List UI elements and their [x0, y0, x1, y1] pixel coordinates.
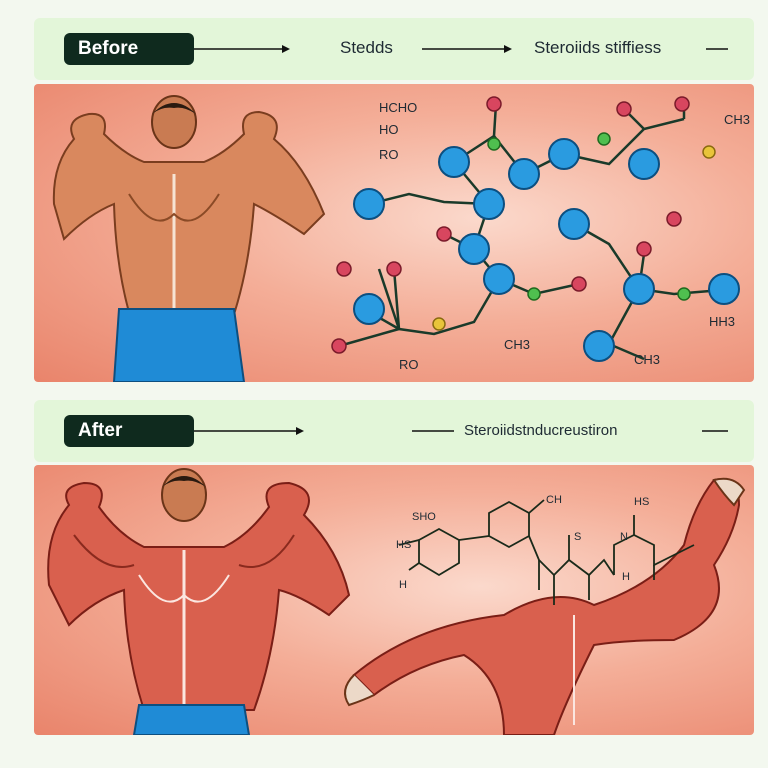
after-panel: SHO HS H CH S N HS H: [34, 465, 754, 735]
muscular-figure: [47, 468, 746, 735]
chem-label: HH3: [709, 314, 735, 329]
after-step1: Steroiidstnducreustiron: [464, 422, 618, 439]
before-panel: HCHO HO RO CH3 CH3 CH3 HH3 RO: [34, 84, 754, 382]
chem-label: HS: [634, 496, 649, 508]
after-arrows: [194, 427, 728, 435]
chem-label: H: [622, 571, 630, 583]
chem-label: N: [620, 531, 628, 543]
chem-label: HO: [379, 122, 399, 137]
chem-label: RO: [399, 357, 419, 372]
before-pill: Before: [64, 33, 194, 65]
molecule-bonds: [338, 103, 735, 361]
chem-label: H: [399, 579, 407, 591]
chem-label: CH3: [724, 112, 750, 127]
before-step1: Stedds: [340, 38, 393, 57]
chem-label: CH3: [504, 337, 530, 352]
chem-label: HCHO: [379, 100, 417, 115]
before-illustration: HCHO HO RO CH3 CH3 CH3 HH3 RO: [52, 95, 750, 382]
before-arrows: [194, 45, 728, 53]
molecule-atoms: [331, 96, 740, 362]
chem-label: SHO: [412, 511, 436, 523]
after-banner: After Steroiidstnducreustiron: [34, 400, 754, 462]
after-pill: After: [64, 415, 194, 447]
formula-labels: SHO HS H CH S N HS H: [396, 494, 649, 591]
before-banner: Before Stedds Steroiids stiffiess: [34, 18, 754, 80]
athlete-back: [52, 95, 326, 382]
after-illustration: SHO HS H CH S N HS H: [47, 468, 746, 735]
chem-label: RO: [379, 147, 399, 162]
structural-formula: [398, 499, 695, 605]
chem-label: CH3: [634, 352, 660, 367]
chem-label: HS: [396, 539, 411, 551]
chem-label: CH: [546, 494, 562, 506]
chem-label: S: [574, 531, 581, 543]
before-step2: Steroiids stiffiess: [534, 38, 662, 57]
molecule-labels: HCHO HO RO CH3 CH3 CH3 HH3 RO: [379, 100, 750, 372]
